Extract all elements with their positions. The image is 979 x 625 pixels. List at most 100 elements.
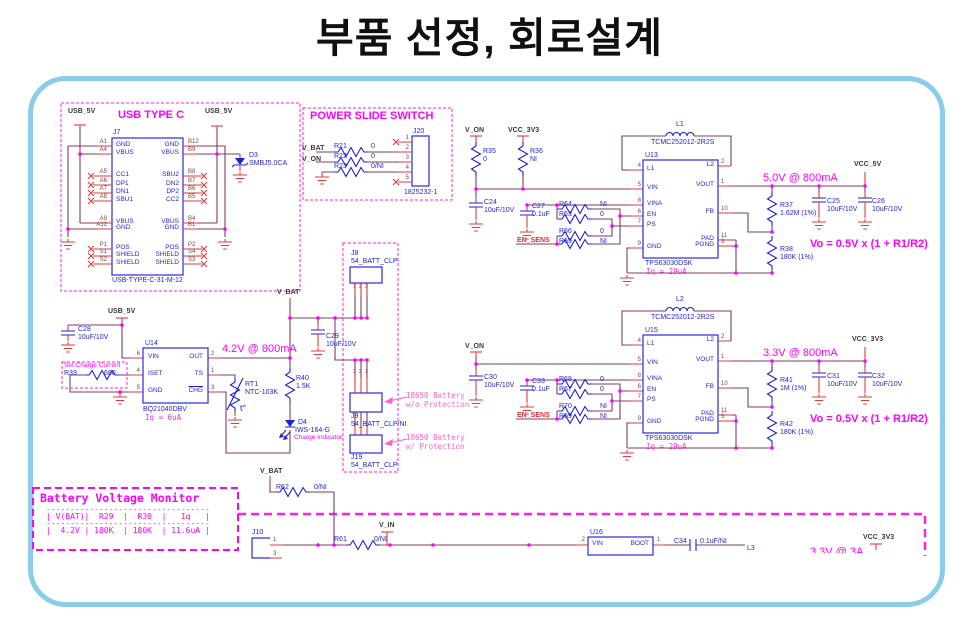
buck-boost-5v-vina: VINA — [647, 200, 663, 207]
part-l1: TCMC252012-2R2S — [651, 139, 715, 146]
buck-boost-3v3-graphics — [468, 306, 873, 461]
part-j20: 1825232-1 — [404, 189, 438, 196]
usb-type-c-b1: B1 — [188, 222, 196, 228]
buck-boost-5v-r65: R65 — [559, 238, 572, 245]
usb-type-c-s2: S2 — [99, 257, 107, 263]
buck-boost-3v3-c31: C31 — [827, 373, 840, 380]
usb-section-title: USB TYPE C — [118, 109, 185, 121]
buck-boost-5v-ni: NI — [530, 156, 537, 163]
part-u14: BQ21040DBV — [143, 406, 187, 413]
net-en-sens-3v3: EN_SENS — [517, 412, 550, 419]
charger-1-5k: 1.5K — [296, 383, 311, 390]
buck-boost-5v-c25: C25 — [827, 198, 840, 205]
usb-type-c-dp2: DP2 — [166, 188, 179, 195]
battery-connectors-2: 2 — [359, 369, 362, 375]
battery-connectors-10uf-10v: 10uF/10V — [326, 341, 357, 348]
bottom-regulator-r62: R62 — [276, 484, 289, 491]
buck-boost-3v3-10uf-10v: 10uF/10V — [872, 381, 903, 388]
buck-boost-3v3-pgnd: PGND — [695, 416, 714, 423]
bottom-regulator-vin: VIN — [592, 540, 603, 547]
schematic-border — [28, 76, 945, 607]
note-3v3-output: 3.3V @ 800mA — [763, 347, 838, 359]
bottom-section-graphics — [32, 476, 927, 559]
buck-boost-5v-gnd: GND — [647, 243, 662, 250]
bottom-regulator-v-bat: V_BAT — [260, 468, 283, 475]
battery-connectors-2: 2 — [359, 284, 362, 290]
buck-boost-5v-0: 0 — [600, 228, 604, 235]
usb-type-c-shield: SHIELD — [116, 259, 140, 266]
buck-boost-3v3-r67: R67 — [559, 386, 572, 393]
charger-graphics — [60, 242, 408, 473]
charger-iset: ISET — [148, 370, 163, 377]
buck-boost-3v3-r41: R41 — [780, 377, 793, 384]
buck-boost-3v3-ni: NI — [600, 403, 607, 410]
buck-boost-3v3-1m-1: 1M (1%) — [780, 385, 807, 392]
ref-u14: U14 — [145, 340, 158, 347]
charger-c28: C28 — [78, 326, 91, 333]
buck-boost-5v-2: 2 — [721, 159, 725, 165]
ref-d4: D4 — [298, 419, 307, 426]
ref-l1: L1 — [676, 121, 684, 128]
note-vo-formula-5v: Vo = 0.5V x (1 + R1/R2) — [810, 238, 928, 250]
charger-chg: CHG — [188, 387, 203, 394]
usb-type-c-vbus: VBUS — [116, 218, 134, 225]
buck-boost-5v-r35: R35 — [483, 148, 496, 155]
buck-boost-5v-fb: FB — [705, 208, 714, 215]
usb-type-c-b9: B9 — [188, 147, 196, 153]
battery-voltage-monitor-label: ---------------------------------- — [46, 519, 210, 528]
thermistor-symbol-label: t° — [240, 403, 247, 413]
part-j9: 54_BATT_CLP/NI — [351, 421, 407, 428]
power-slide-switch-v-bat: V_BAT — [302, 145, 325, 152]
charger-v-bat: V_BAT — [277, 289, 300, 296]
charger-10uf-10v: 10uF/10V — [78, 334, 109, 341]
usb-type-c-s3: S3 — [188, 257, 196, 263]
usb-type-c-pos: POS — [165, 244, 179, 251]
net-usb5v-right: USB_5V — [205, 108, 233, 115]
buck-boost-5v-1-62m-1: 1.62M (1%) — [780, 210, 817, 217]
buck-boost-5v-6: 6 — [637, 209, 641, 215]
usb-type-c-a5: A5 — [99, 169, 107, 175]
note-u14-iq: Iq = 6uA — [145, 413, 182, 422]
power-slide-switch-0-ni: 0/NI — [371, 163, 384, 170]
note-battery-wo-protection-2: w/o Protection — [406, 400, 470, 409]
usb-type-c-a8: A8 — [99, 194, 107, 200]
net-usb5v-left: USB_5V — [68, 108, 96, 115]
buck-boost-5v-ni: NI — [600, 238, 607, 245]
power-slide-switch-0: 0 — [371, 143, 375, 150]
bottom-regulator-vcc-3v3: VCC_3V3 — [863, 534, 895, 541]
buck-boost-3v3-7: 7 — [637, 394, 641, 400]
part-j8: 54_BATT_CLP — [351, 258, 398, 265]
buck-boost-3v3-vin: VIN — [647, 359, 658, 366]
power-slide-switch-r21: R21 — [334, 143, 347, 150]
buck-boost-3v3-0: 0 — [600, 376, 604, 383]
note-battery-w-protection-2: w/ Protection — [406, 442, 465, 451]
buck-boost-5v-vout: VOUT — [695, 181, 714, 188]
buck-boost-3v3-c30: C30 — [484, 374, 497, 381]
buck-boost-5v-0: 0 — [600, 211, 604, 218]
buck-boost-5v-en: EN — [647, 211, 657, 218]
buck-boost-3v3-0: 0 — [600, 386, 604, 393]
usb-type-c-p2: P2 — [188, 242, 196, 248]
usb-type-c-vbus: VBUS — [116, 149, 134, 156]
buck-boost-5v-10uf-10v: 10uF/10V — [484, 207, 515, 214]
usb-type-c-sbu1: SBU1 — [116, 196, 133, 203]
usb-type-c-a4: A4 — [99, 147, 107, 153]
ref-j20: J20 — [413, 128, 425, 135]
buck-boost-3v3-v-on: V_ON — [465, 343, 485, 350]
charger-r40: R40 — [296, 375, 309, 382]
part-j19: 54_BATT_CLP — [351, 462, 398, 469]
note-charge-indicator: Charge Indicator — [294, 434, 343, 441]
charger-1: 1 — [211, 368, 215, 374]
usb-type-c-a1: A1 — [99, 139, 107, 145]
power-slide-switch-1: 1 — [405, 135, 409, 141]
buck-boost-5v-pad: PAD — [701, 235, 714, 242]
buck-boost-3v3-10uf-10v: 10uF/10V — [484, 382, 515, 389]
buck-boost-3v3-c32: C32 — [872, 373, 885, 380]
buck-boost-3v3-ni: NI — [600, 413, 607, 420]
usb-type-c-b8: B8 — [188, 169, 196, 175]
part-d3: SMBJ5.0CA — [249, 160, 288, 167]
note-battery-w-protection-1: 18650 Battery — [406, 433, 465, 442]
charger-gnd: GND — [148, 387, 163, 394]
